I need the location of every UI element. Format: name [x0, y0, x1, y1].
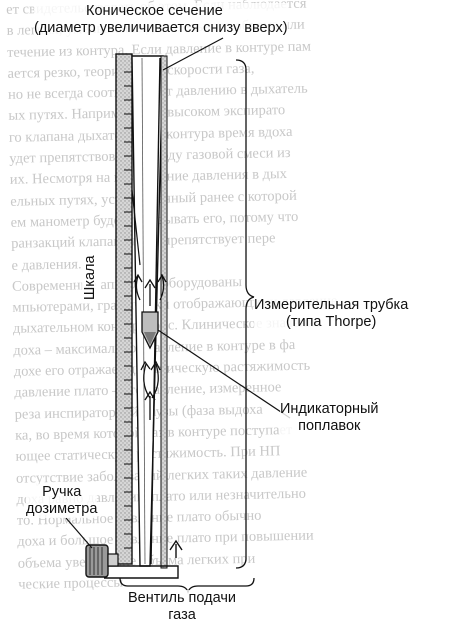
gas-valve-line2: газа	[168, 607, 196, 623]
scale-label-text: Шкала	[82, 255, 98, 300]
scale-ticks	[124, 71, 132, 549]
measuring-tube-brace	[235, 59, 255, 569]
gas-valve-line1: Вентиль подачи	[128, 590, 236, 606]
dosimeter-knob[interactable]	[85, 544, 119, 578]
measuring-tube	[131, 55, 168, 569]
flow-arrow-up-left	[135, 275, 141, 301]
conical-section-title: Коническое сечение	[86, 3, 223, 19]
tube-inner-line	[141, 57, 146, 565]
dosimeter-knob-label: Ручка дозиметра	[26, 484, 98, 518]
conical-section-note: (диаметр увеличивается снизу вверх)	[34, 20, 288, 36]
dosimeter-knob-line1: Ручка	[42, 484, 82, 500]
dosimeter-knob-line2: дозиметра	[26, 501, 98, 517]
scale-label: Шкала	[82, 255, 99, 300]
gas-inlet	[96, 539, 183, 579]
leader-conical-section	[162, 37, 224, 71]
gas-valve-label: Вентиль подачи газа	[128, 590, 236, 624]
flow-arrows	[133, 273, 167, 420]
tube-outer-wall	[160, 55, 168, 569]
measuring-tube-title: Измерительная трубка	[254, 297, 409, 313]
conical-section-label: Коническое сечение (диаметр увеличиваетс…	[34, 3, 288, 37]
indicator-float	[141, 311, 159, 350]
leader-lines	[65, 37, 291, 549]
leader-dosimeter-knob	[65, 517, 93, 549]
leader-scale	[131, 189, 141, 266]
measuring-tube-label: Измерительная трубка (типа Thorpe)	[254, 297, 409, 331]
flow-arrow-lower-right	[151, 363, 159, 399]
indicator-float-line1: Индикаторный	[280, 401, 379, 417]
indicator-float-line2: поплавок	[298, 418, 361, 434]
scale-strip	[115, 53, 133, 565]
flow-arrow-up-right	[159, 275, 165, 301]
indicator-float-label: Индикаторный поплавок	[280, 401, 379, 435]
tube-right-wall	[150, 57, 161, 565]
measuring-tube-type: (типа Thorpe)	[286, 314, 377, 330]
leader-indicator-float	[157, 329, 291, 419]
